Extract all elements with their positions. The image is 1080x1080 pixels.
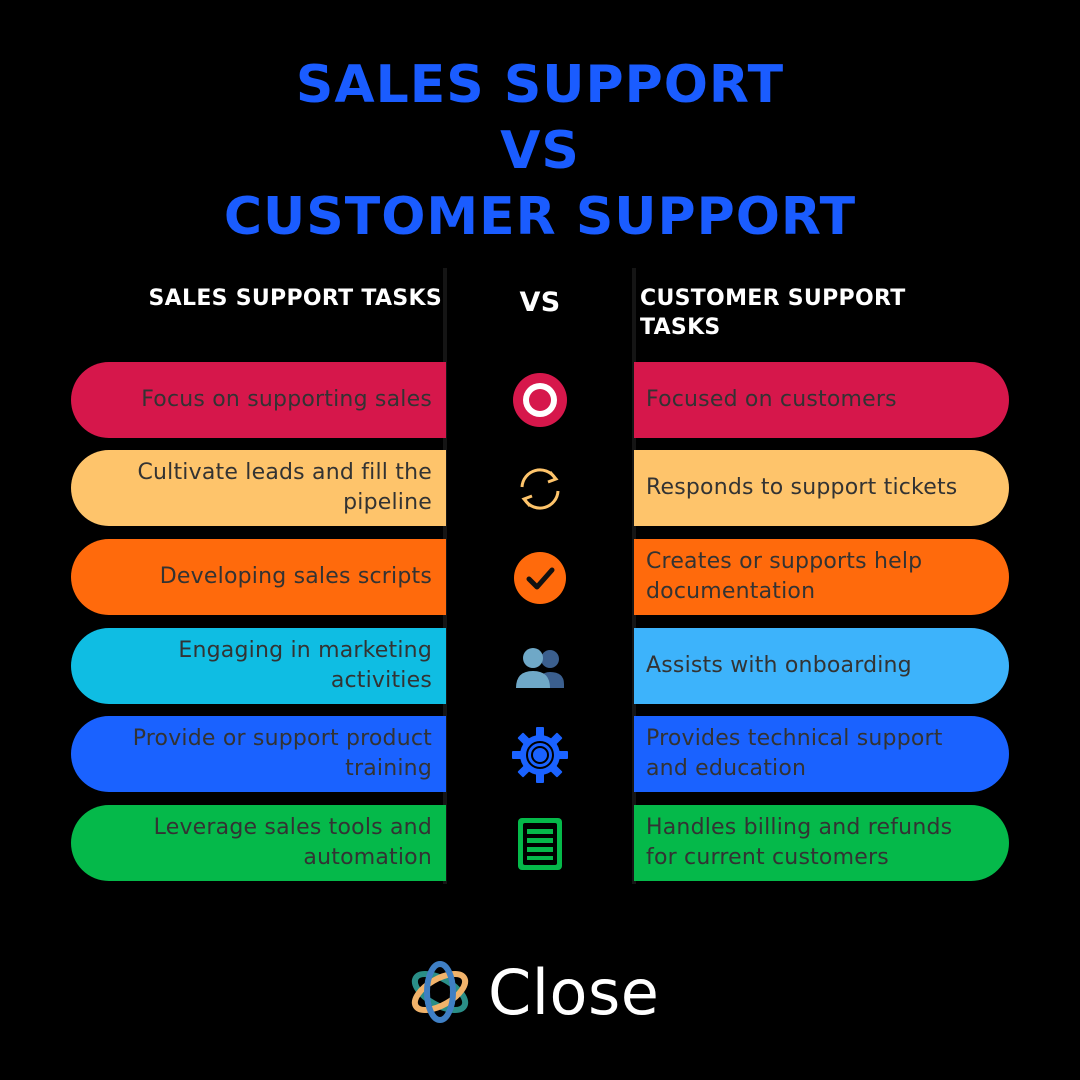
- customer-task-4: Assists with onboarding: [634, 628, 1009, 704]
- sales-task-5-label: Provide or support product training: [132, 726, 432, 781]
- sales-task-6: Leverage sales tools and automation: [71, 805, 446, 881]
- customer-task-5-label: Provides technical support and education: [646, 726, 943, 781]
- customer-task-4-label: Assists with onboarding: [646, 653, 912, 678]
- users-icon: [508, 634, 572, 698]
- gear-icon: [508, 723, 572, 787]
- sales-task-3: Developing sales scripts: [71, 539, 446, 615]
- left-column-heading: SALES SUPPORT TASKS: [148, 286, 442, 311]
- customer-task-6-label: Handles billing and refunds for current …: [646, 815, 953, 870]
- right-column-heading: CUSTOMER SUPPORT TASKS: [640, 286, 906, 340]
- sales-task-6-label: Leverage sales tools and automation: [153, 815, 432, 870]
- title-line-1: SALES SUPPORT: [295, 55, 785, 115]
- close-logo: Close: [404, 954, 684, 1030]
- document-icon: [508, 812, 572, 876]
- sales-task-1: Focus on supporting sales: [71, 362, 446, 438]
- target-icon: [508, 368, 572, 432]
- customer-task-2-label: Responds to support tickets: [646, 475, 958, 500]
- title-line-3: CUSTOMER SUPPORT: [223, 187, 857, 247]
- sales-task-5: Provide or support product training: [71, 716, 446, 792]
- sales-task-2-label: Cultivate leads and fill the pipeline: [137, 460, 432, 515]
- sales-task-4-label: Engaging in marketing activities: [178, 638, 432, 693]
- center-vs-heading: VS: [519, 287, 561, 318]
- customer-task-3: Creates or supports help documentation: [634, 539, 1009, 615]
- customer-task-2: Responds to support tickets: [634, 450, 1009, 526]
- sales-task-1-label: Focus on supporting sales: [141, 387, 432, 412]
- page-title: SALES SUPPORT VS CUSTOMER SUPPORT: [0, 52, 1080, 250]
- title-line-2: VS: [500, 121, 580, 181]
- customer-task-3-label: Creates or supports help documentation: [646, 549, 923, 604]
- sales-task-3-label: Developing sales scripts: [159, 564, 432, 589]
- close-logo-icon: [411, 961, 469, 1023]
- close-logo-text: Close: [488, 955, 660, 1029]
- customer-task-6: Handles billing and refunds for current …: [634, 805, 1009, 881]
- refresh-icon: [508, 457, 572, 521]
- customer-task-1: Focused on customers: [634, 362, 1009, 438]
- customer-task-1-label: Focused on customers: [646, 387, 897, 412]
- customer-task-5: Provides technical support and education: [634, 716, 1009, 792]
- sales-task-2: Cultivate leads and fill the pipeline: [71, 450, 446, 526]
- checkmark-icon: [508, 546, 572, 610]
- sales-task-4: Engaging in marketing activities: [71, 628, 446, 704]
